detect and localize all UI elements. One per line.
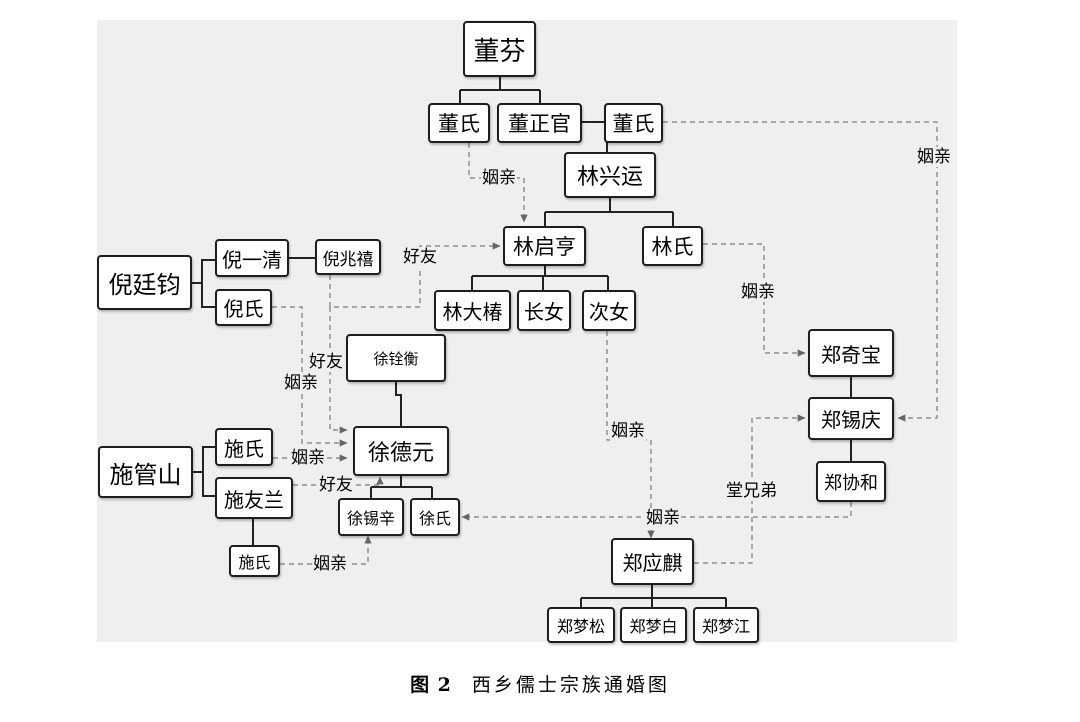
node-zheng-xiqing: 郑锡庆 [808, 397, 894, 440]
node-ni-shi: 倪氏 [215, 289, 272, 326]
figure-title: 西乡儒士宗族通婚图 [471, 674, 670, 696]
node-zheng-yingqi: 郑应麒 [611, 538, 694, 585]
dash-zheng-xu-yinqin [461, 502, 852, 521]
label-tangxiongdi: 堂兄弟 [725, 481, 778, 501]
node-dong-shi-left: 董氏 [428, 103, 490, 143]
node-lin-qiheng: 林启亨 [503, 226, 586, 266]
node-shi-shi-bottom: 施氏 [229, 545, 280, 577]
line-shiguanshan-children [202, 446, 215, 497]
dash-lin-zheng-yinqin [703, 243, 806, 357]
dash-dong-zheng-yinqin [663, 121, 938, 422]
node-zhang-nv: 长女 [517, 290, 571, 331]
dash-ni-xu-haoyou [329, 307, 348, 434]
node-ni-zhaoxi: 倪兆禧 [315, 239, 381, 275]
node-zheng-qibao: 郑奇宝 [808, 329, 894, 377]
dash-shi-xixin-yinqin [280, 535, 372, 565]
label-yinqin-shi-xixin: 姻亲 [312, 554, 348, 574]
node-zheng-xiehe: 郑协和 [816, 461, 886, 502]
node-dong-fen: 董芬 [463, 21, 536, 77]
label-haoyou-ni-lin: 好友 [402, 247, 438, 267]
node-lin-shi: 林氏 [642, 226, 703, 266]
node-zheng-mengjiang: 郑梦江 [693, 607, 759, 643]
label-yinqin-ni-xu: 姻亲 [283, 373, 319, 393]
dash-dong-lin-yinqin [468, 143, 528, 223]
node-xu-shi: 徐氏 [410, 498, 460, 536]
node-shi-shi-top: 施氏 [215, 428, 273, 466]
node-dong-shi-right: 董氏 [604, 103, 663, 143]
node-xu-quanheng: 徐铨衡 [346, 334, 446, 382]
dash-ni-lin-haoyou [329, 242, 501, 308]
node-shi-youlan: 施友兰 [215, 477, 293, 519]
line-nitingjun-children [201, 259, 215, 308]
label-yinqin-shi-xu: 姻亲 [290, 448, 326, 468]
label-yinqin-dong-zheng: 姻亲 [916, 147, 952, 167]
label-yinqin-zheng-xu: 姻亲 [645, 508, 681, 528]
node-zheng-mengsong: 郑梦松 [547, 607, 615, 643]
node-lin-dachun: 林大椿 [434, 290, 511, 331]
label-yinqin-cinv-zheng: 姻亲 [610, 421, 646, 441]
line-xuquanheng-xudeyuan [395, 382, 402, 426]
node-xu-deyuan: 徐德元 [353, 426, 449, 476]
node-shi-guanshan: 施管山 [98, 446, 193, 498]
node-ni-yiqing: 倪一清 [215, 239, 289, 277]
label-yinqin-lin-zheng: 姻亲 [740, 282, 776, 302]
node-ni-tingjun: 倪廷钧 [97, 255, 192, 310]
node-xu-xixin: 徐锡辛 [338, 498, 404, 536]
node-zheng-mengbai: 郑梦白 [620, 607, 687, 643]
node-ci-nv: 次女 [582, 290, 636, 331]
figure-number: 图 2 [410, 674, 452, 696]
figure-caption: 图 2 西乡儒士宗族通婚图 [0, 670, 1080, 697]
node-dong-zhengguan: 董正官 [497, 103, 582, 143]
label-haoyou-ni-xu: 好友 [308, 352, 344, 372]
label-haoyou-shi-xu: 好友 [318, 475, 354, 495]
label-yinqin-dong-lin: 姻亲 [481, 168, 517, 188]
node-lin-xingyun: 林兴运 [564, 152, 656, 198]
